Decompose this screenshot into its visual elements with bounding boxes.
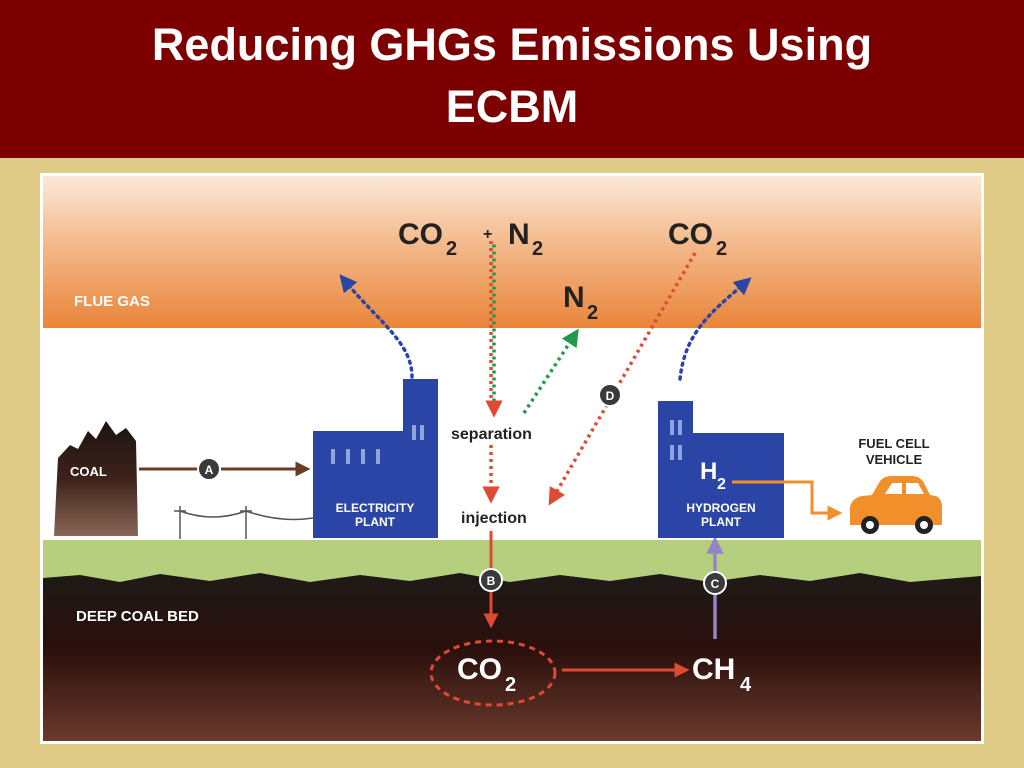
co2-n2-plus: + [483,226,492,243]
marker-b-label: B [487,574,496,588]
marker-b: B [479,568,503,592]
deep-coal-bed [43,573,981,741]
electricity-plant: ELECTRICITY PLANT [313,379,438,538]
top-right-co2-label: CO 2 [668,218,727,260]
marker-d: D [598,383,622,407]
marker-d-circle [598,383,622,407]
n2-sub: 2 [587,302,598,324]
title-line-2: ECBM [445,81,579,132]
bottom-ch4-label: CH 4 [692,653,752,696]
h2-sub: 2 [717,476,726,493]
h2-h: H [700,458,717,485]
title-line-1: Reducing GHGs Emissions Using [151,19,873,70]
bottom-co2-label: CO 2 [457,653,516,696]
diagram-canvas: FLUE GAS DEEP COAL BED COAL A ELECTRICIT… [40,173,984,744]
co2-capture-to-injection-arrow [548,252,697,506]
power-lines [174,506,314,539]
electricity-plant-tower [403,379,438,434]
coal-pile [54,421,138,536]
car-window-front [885,483,902,494]
marker-d-label: D [606,389,615,403]
marker-a: A [197,457,221,481]
electricity-plant-emission-arrow [339,274,414,379]
bottom-ch-sub: 4 [740,674,752,696]
marker-a-label: A [205,463,214,477]
flue-gas-label: FLUE GAS [74,293,150,310]
top-right-co-sub: 2 [716,238,727,260]
h2-to-vehicle-arrow [732,480,843,521]
marker-c-circle [703,571,727,595]
bottom-ch: CH [692,653,735,686]
sky-band [43,328,981,540]
title-bar: Reducing GHGs Emissions Using ECBM [0,0,1024,158]
co2-n2-label: CO 2 + N 2 [398,218,543,260]
marker-c: C [703,571,727,595]
ground-band [43,540,981,584]
separation-to-n2-arrow [522,328,579,414]
electricity-plant-building [313,431,438,538]
fuel-cell-label-2: VEHICLE [866,452,923,467]
injection-label: injection [461,510,527,527]
flue-gas-band [43,176,981,328]
co2-n2-n-sub: 2 [532,238,543,260]
hydrogen-plant-label-2: PLANT [701,515,742,529]
separation-label: separation [451,426,532,443]
co2-n2-co: CO [398,218,443,251]
marker-b-circle [479,568,503,592]
hydrogen-plant-windows [670,420,682,460]
top-right-co: CO [668,218,713,251]
electricity-plant-label-1: ELECTRICITY [336,501,415,515]
marker-c-label: C [711,577,720,591]
n2-n: N [563,281,585,314]
coal-label: COAL [70,464,107,479]
co2-n2-n: N [508,218,530,251]
ecbm-diagram: FLUE GAS DEEP COAL BED COAL A ELECTRICIT… [40,173,984,744]
bottom-co-sub: 2 [505,674,516,696]
fuel-cell-vehicle-icon [850,476,942,534]
n2-label: N 2 [563,281,598,324]
deep-coal-bed-label: DEEP COAL BED [76,608,199,625]
slide-title: Reducing GHGs Emissions Using ECBM [0,14,1024,138]
electricity-plant-windows [331,425,424,464]
marker-a-circle [197,457,221,481]
car-window-rear [906,483,924,494]
hydrogen-plant: H 2 HYDROGEN PLANT [658,401,784,538]
hydrogen-plant-label-1: HYDROGEN [686,501,755,515]
co2-storage-ring [429,639,557,707]
bottom-co: CO [457,653,502,686]
hydrogen-plant-emission-arrow [678,277,752,381]
fuel-cell-label-1: FUEL CELL [858,436,929,451]
co2-n2-co-sub: 2 [446,238,457,260]
electricity-plant-label-2: PLANT [355,515,396,529]
